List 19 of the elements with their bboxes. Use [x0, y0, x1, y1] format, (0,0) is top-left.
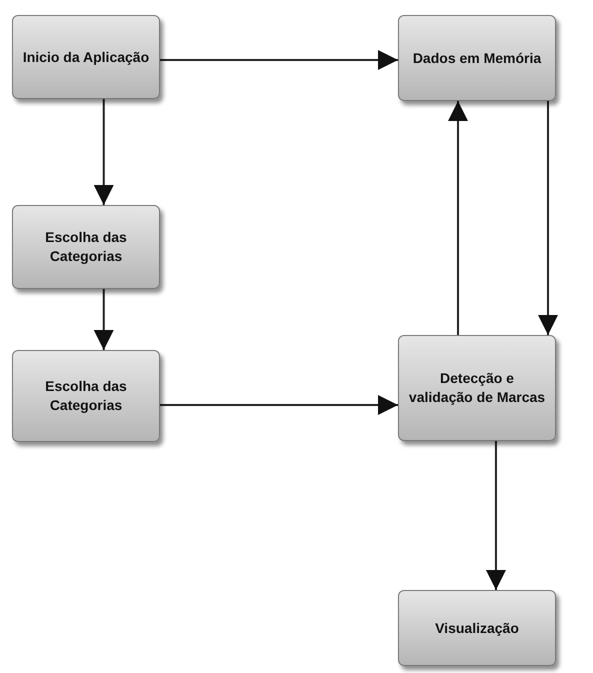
- process-box: [12, 15, 160, 99]
- box-label: Visualização: [434, 618, 520, 638]
- box-label: Inicio da Aplicação: [22, 48, 150, 66]
- box-label: Dados em Memória: [412, 48, 542, 68]
- process-box: [398, 335, 556, 441]
- box-label: Escolha das Categorias: [44, 228, 128, 266]
- process-box: [398, 15, 556, 101]
- box-label: Detecção e validação de Marcas: [408, 369, 546, 407]
- arrow: [486, 441, 506, 590]
- box-label: Escolha das Categorias: [44, 377, 128, 415]
- arrow: [448, 101, 468, 335]
- process-box: [12, 205, 160, 289]
- arrow: [94, 99, 114, 205]
- arrow: [160, 50, 398, 70]
- arrow: [538, 101, 558, 335]
- process-box: [12, 350, 160, 442]
- process-box: [398, 590, 556, 666]
- arrow: [160, 395, 398, 415]
- arrow: [94, 289, 114, 350]
